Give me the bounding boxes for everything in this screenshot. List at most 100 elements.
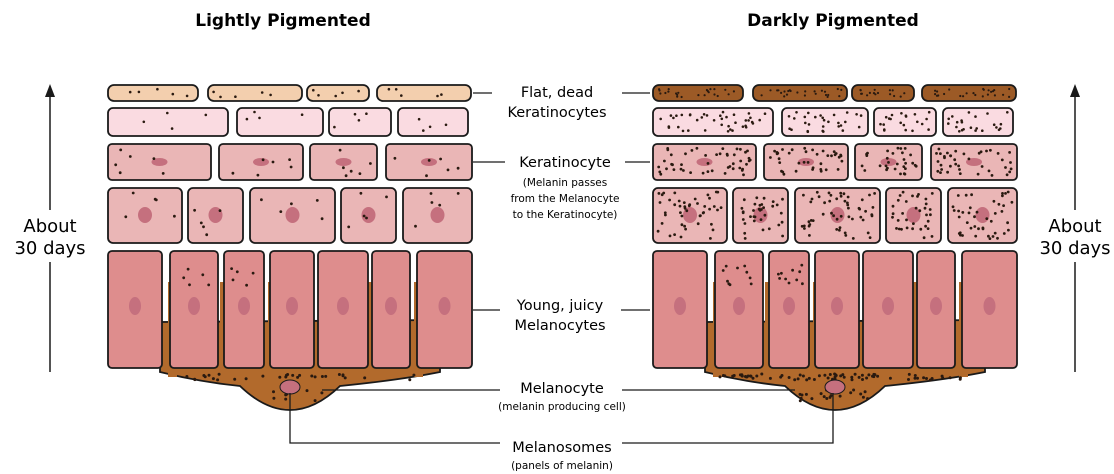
melanosome-dot	[707, 170, 710, 173]
melanosome-dot	[861, 165, 864, 168]
melanosome-dot	[286, 373, 289, 376]
melanosome-dot	[927, 227, 930, 230]
melanosome-dot	[900, 228, 903, 231]
melanosome-dot	[749, 277, 752, 280]
melanosome-dot	[724, 89, 726, 91]
melanosome-dot	[207, 284, 210, 287]
melanosome-dot	[882, 123, 885, 126]
melanosome-dot	[679, 211, 682, 214]
cell-outline	[653, 108, 773, 136]
melanosome-dot	[819, 168, 822, 171]
melanosome-dot	[911, 227, 914, 230]
melanosome-dot	[722, 374, 725, 377]
melanosome-dot	[829, 373, 832, 376]
melanosome-dot	[990, 220, 993, 223]
melanosome-dot	[887, 161, 890, 164]
melanosome-dot	[1001, 192, 1004, 195]
melanosome-dot	[278, 376, 281, 379]
melanosome-dot	[713, 88, 715, 90]
melanosome-dot	[823, 395, 826, 398]
melanosome-dot	[260, 198, 263, 201]
melanosome-dot	[681, 96, 683, 98]
melanosome-dot	[347, 226, 350, 229]
melanosome-dot	[232, 279, 235, 282]
melanosome-dot	[1008, 96, 1010, 98]
melanosome-dot	[439, 158, 442, 161]
melanosome-dot	[272, 161, 275, 164]
melanosome-dot	[893, 95, 895, 97]
melanosome-dot	[290, 202, 293, 205]
melanosome-dot	[333, 126, 336, 129]
melanosome-dot	[909, 154, 912, 157]
melanosome-dot	[966, 221, 969, 224]
melanosome-dot	[973, 215, 976, 218]
melanosome-dot	[350, 170, 353, 173]
flat-dead-keratinocyte	[108, 85, 198, 101]
melanosome-dot	[732, 162, 735, 165]
melanosome-dot	[929, 208, 932, 211]
melanosome-dot	[838, 156, 841, 159]
melanosome-dot	[704, 154, 707, 157]
melanosome-dot	[440, 93, 443, 96]
melanosome-dot	[819, 114, 822, 117]
melanosome-dot	[840, 195, 843, 198]
melanosome-dot	[408, 378, 411, 381]
melanosome-dot	[447, 169, 450, 172]
melanosome-dot	[791, 148, 794, 151]
melanosome-dot	[1010, 168, 1013, 171]
melanosome-dot	[905, 114, 908, 117]
melanosome-dot	[428, 159, 431, 162]
melanocyte-nucleus	[280, 380, 300, 394]
melanosome-dot	[344, 376, 347, 379]
melanosome-dot	[897, 147, 900, 150]
melanosome-dot	[865, 377, 868, 380]
melanosome-dot	[915, 207, 918, 210]
melanosome-dot	[780, 92, 782, 94]
melanosome-dot	[744, 237, 747, 240]
melanosome-dot	[689, 171, 692, 174]
melanosome-dot	[719, 114, 722, 117]
melanosome-dot	[846, 202, 849, 205]
melanosome-dot	[936, 90, 938, 92]
melanosome-dot	[749, 117, 752, 120]
melanosome-dot	[860, 114, 863, 117]
melanosome-dot	[675, 114, 678, 117]
melanosome-dot	[253, 111, 256, 114]
melanosome-dot	[803, 161, 806, 164]
melanosome-dot	[835, 197, 838, 200]
melanosome-dot	[828, 200, 831, 203]
left-axis-label-line1: About	[23, 216, 76, 237]
melanosome-dot	[891, 216, 894, 219]
melanosome-dot	[681, 215, 684, 218]
melanosome-dot	[193, 378, 196, 381]
melanosome-dot	[814, 116, 817, 119]
melanosome-dot	[745, 163, 748, 166]
melanosome-dot	[996, 237, 999, 240]
melanosome-dot	[422, 129, 425, 132]
melanosome-dot	[990, 91, 992, 93]
melanosome-dot	[986, 112, 989, 115]
melanosome-dot	[899, 194, 902, 197]
melanosome-dot	[840, 215, 843, 218]
melanosome-dot	[720, 206, 723, 209]
melanosome-dot	[212, 377, 215, 380]
melanosome-dot	[931, 235, 934, 238]
melanosome-dot	[369, 162, 372, 165]
melanosome-dot	[889, 377, 892, 380]
melanosome-dot	[679, 205, 682, 208]
melanosome-dot	[153, 157, 156, 160]
melanosome-dot	[762, 229, 765, 232]
melanosome-dot	[855, 113, 858, 116]
melanosome-dot	[739, 160, 742, 163]
label-keratinocyte-note2: from the Melanocyte	[511, 193, 620, 205]
melanosome-dot	[279, 210, 282, 213]
melanosome-dot	[992, 235, 995, 238]
melanosome-dot	[798, 162, 801, 165]
melanosome-dot	[682, 169, 685, 172]
melanosome-dot	[363, 215, 366, 218]
melanosome-dot	[721, 118, 724, 121]
melanosome-dot	[291, 374, 294, 377]
melanosome-dot	[998, 129, 1001, 132]
melanosome-dot	[974, 235, 977, 238]
melanosome-dot	[867, 373, 870, 376]
